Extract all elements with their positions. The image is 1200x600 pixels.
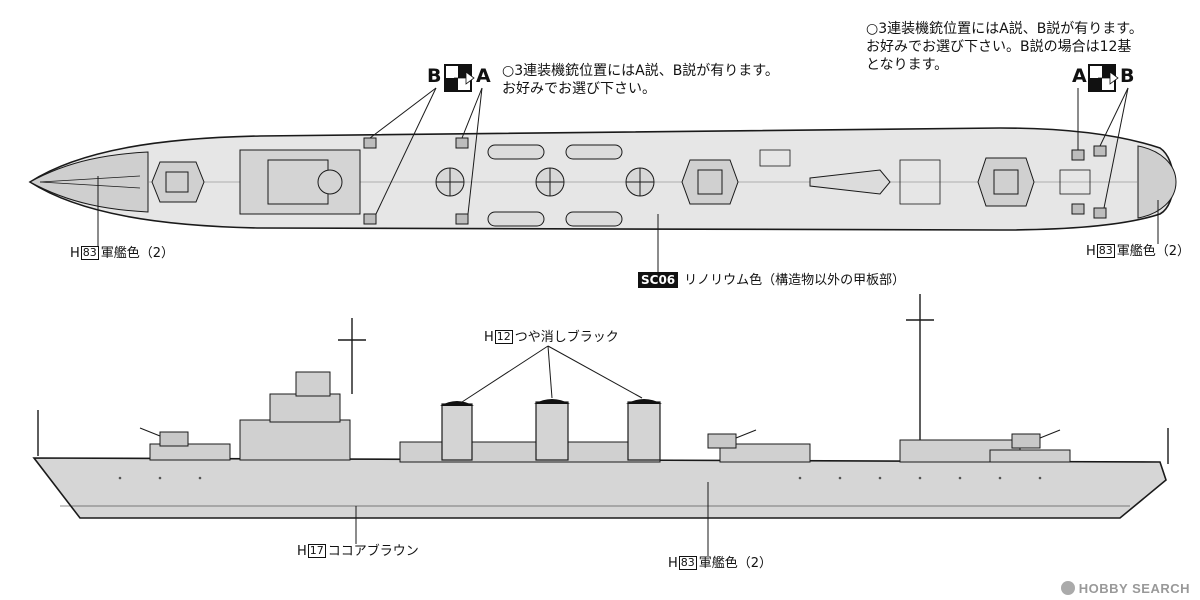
- marker-a-right: A: [1072, 65, 1087, 87]
- plan-details: [39, 149, 1091, 205]
- watermark: HOBBY SEARCH: [1060, 581, 1190, 596]
- side-guns: [139, 427, 1061, 449]
- note-aa-gun-positions-right: ○3連装機銃位置にはA説、B説が有ります。 お好みでお選び下さい。B説の場合は1…: [866, 21, 1143, 73]
- marker-b-left: B: [427, 65, 442, 87]
- marker-b-right: B: [1120, 65, 1135, 87]
- side-portholes: [118, 476, 1042, 480]
- side-funnel-caps: [440, 399, 662, 406]
- watermark-text: HOBBY SEARCH: [1078, 581, 1190, 596]
- ab-leaders-right: [1077, 87, 1129, 209]
- plan-bridge: [239, 149, 361, 215]
- plan-boats: [487, 144, 891, 227]
- plan-turret-1: [151, 161, 205, 203]
- plan-bow-area: [28, 151, 149, 213]
- plan-funnels: [435, 167, 655, 197]
- watermark-logo-icon: [1060, 581, 1075, 595]
- ab-marker-right-icon: [1088, 64, 1119, 92]
- funnel-cap-leaders: [461, 345, 643, 403]
- plan-turret-2: [681, 159, 739, 205]
- ab-leaders-left: [369, 87, 483, 215]
- plan-aa-guns: [363, 137, 1107, 225]
- side-hull: [32, 457, 1167, 519]
- ab-marker-left-icon: [444, 64, 475, 92]
- side-masts: [37, 294, 1169, 464]
- marker-a-left: A: [476, 65, 491, 87]
- side-superstructure: [149, 371, 1071, 463]
- note-aa-gun-positions-left: ○3連装機銃位置にはA説、B説が有ります。 お好みでお選び下さい。: [502, 63, 779, 97]
- plan-turret-3: [977, 157, 1035, 207]
- plan-stern-area: [1137, 145, 1177, 219]
- side-funnels: [441, 401, 661, 461]
